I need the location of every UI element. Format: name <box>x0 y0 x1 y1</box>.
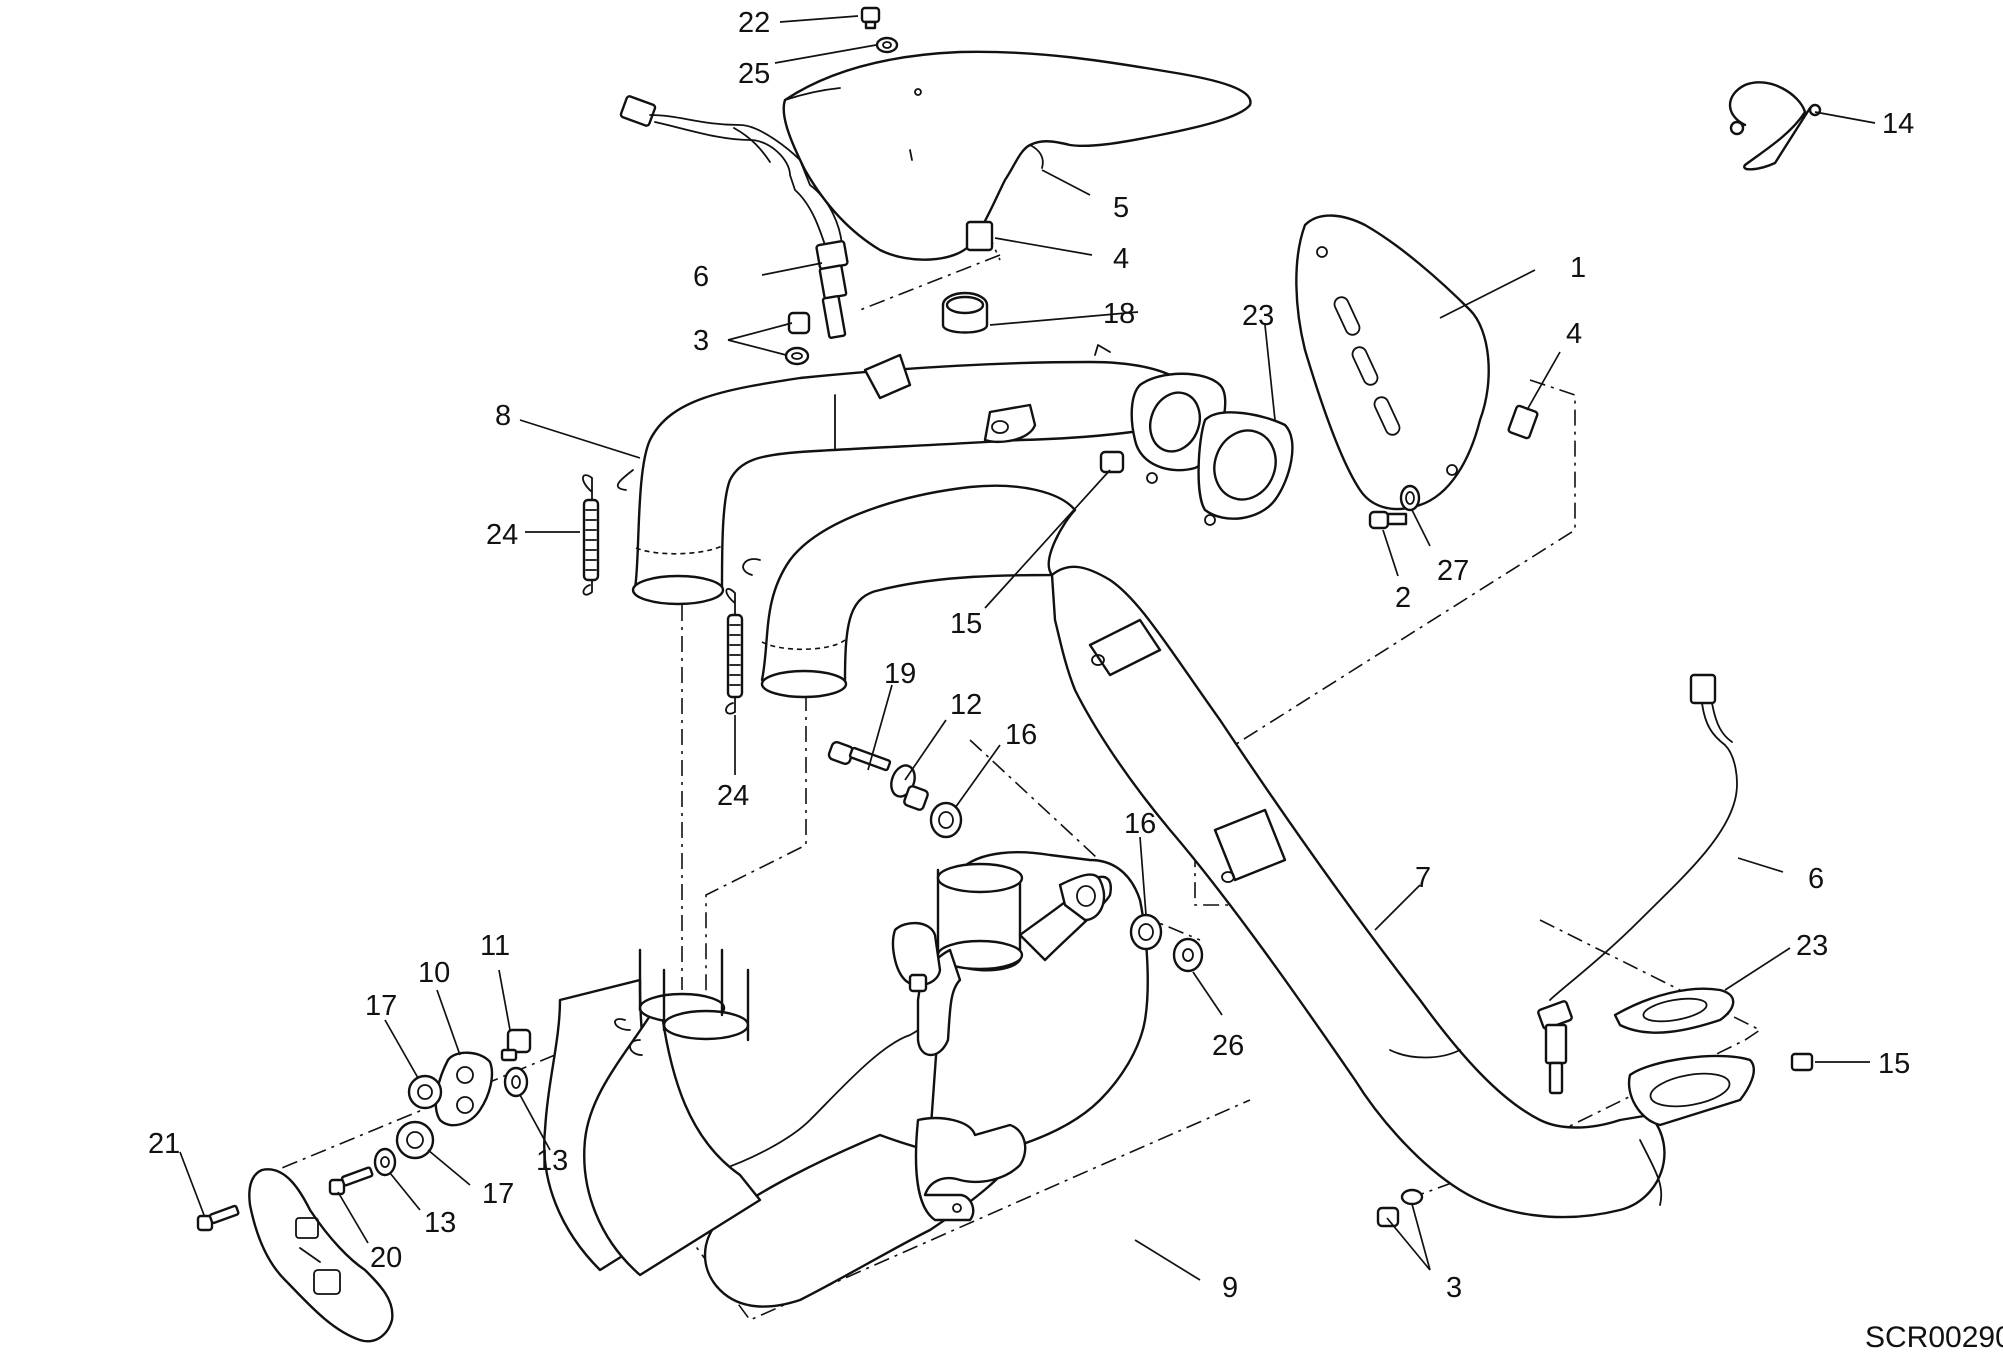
washer-13-left[interactable] <box>373 1147 397 1177</box>
callout-6-lower: 6 <box>1808 863 1824 895</box>
washer-25[interactable] <box>875 36 899 54</box>
gasket-23-lower[interactable] <box>1613 987 1735 1034</box>
lambda-sensor-upper[interactable] <box>619 95 849 339</box>
callout-26: 26 <box>1212 1030 1244 1062</box>
leader-lines <box>179 15 1876 1281</box>
nut-15-lower[interactable] <box>1790 1052 1814 1072</box>
callout-27: 27 <box>1437 555 1469 587</box>
callout-23-lower: 23 <box>1796 930 1828 962</box>
plug-3-lower[interactable] <box>1376 1188 1424 1228</box>
spring-24-lower[interactable] <box>725 588 744 715</box>
callout-18: 18 <box>1103 298 1135 330</box>
callout-16-lower: 16 <box>1124 808 1156 840</box>
callout-24: 24 <box>486 519 518 551</box>
mounting-plate[interactable] <box>248 1168 394 1343</box>
callout-20: 20 <box>370 1242 402 1274</box>
callout-labels: 22 25 5 4 6 18 3 23 8 24 15 24 19 12 16 … <box>148 7 1914 1304</box>
callout-3: 3 <box>693 325 709 357</box>
exhaust-header-pipe-lower[interactable] <box>742 484 1077 699</box>
callout-21: 21 <box>148 1128 180 1160</box>
callout-14: 14 <box>1882 108 1914 140</box>
callout-13-right: 13 <box>536 1145 568 1177</box>
callout-10: 10 <box>418 957 450 989</box>
callout-8: 8 <box>495 400 511 432</box>
spring-24-upper[interactable] <box>582 474 600 596</box>
callout-15-lower: 15 <box>1878 1048 1910 1080</box>
callout-23: 23 <box>1242 300 1274 332</box>
callout-16: 16 <box>1005 719 1037 751</box>
callout-4-right: 4 <box>1566 318 1582 350</box>
callout-24-lower: 24 <box>717 780 749 812</box>
bracket-10[interactable] <box>434 1051 494 1127</box>
plug-3-upper[interactable] <box>784 311 811 366</box>
nut-15-upper[interactable] <box>1099 450 1125 474</box>
callout-4: 4 <box>1113 243 1129 275</box>
lambda-sensor-lower[interactable] <box>1537 673 1738 1095</box>
washer-27[interactable] <box>1399 484 1421 512</box>
gear-17-upper[interactable] <box>407 1074 443 1110</box>
screw-22[interactable] <box>860 6 881 30</box>
mount-bracket[interactable] <box>1058 873 1106 922</box>
screw-2[interactable] <box>1368 510 1408 530</box>
clamp-14[interactable] <box>1728 81 1822 171</box>
exhaust-long-pipe-7[interactable] <box>1050 565 1755 1219</box>
grommet-18[interactable] <box>941 291 989 334</box>
bolt-19[interactable] <box>827 740 892 772</box>
callout-25: 25 <box>738 58 770 90</box>
drawing-code: SCR00290 <box>1865 1321 2003 1354</box>
callout-19: 19 <box>884 658 916 690</box>
clip-nut-4-upper <box>965 220 994 252</box>
callout-9: 9 <box>1222 1272 1238 1304</box>
callout-17-upper: 17 <box>365 990 397 1022</box>
callout-1: 1 <box>1570 252 1586 284</box>
screw-20[interactable] <box>328 1166 374 1196</box>
washer-16-lower[interactable] <box>1129 913 1163 951</box>
screw-21[interactable] <box>196 1204 240 1232</box>
washer-16-upper[interactable] <box>929 801 963 839</box>
callout-3-lower: 3 <box>1446 1272 1462 1304</box>
washer-26[interactable] <box>1172 937 1204 973</box>
callout-6: 6 <box>693 261 709 293</box>
callout-7: 7 <box>1415 862 1431 894</box>
callout-12: 12 <box>950 689 982 721</box>
washer-13-right[interactable] <box>503 1066 529 1098</box>
cap-11[interactable] <box>500 1028 532 1062</box>
callout-15: 15 <box>950 608 982 640</box>
callout-22: 22 <box>738 7 770 39</box>
callout-11: 11 <box>480 930 510 962</box>
callout-2: 2 <box>1395 582 1411 614</box>
callout-17-lower: 17 <box>482 1178 514 1210</box>
gear-17-lower[interactable] <box>395 1120 435 1160</box>
gasket-23-upper[interactable] <box>1197 411 1294 526</box>
muffler-9[interactable] <box>543 851 1149 1308</box>
heat-shield-upper[interactable] <box>782 50 1252 261</box>
washer-12[interactable] <box>887 762 929 811</box>
callout-13-left: 13 <box>424 1207 456 1239</box>
heat-shield-right-1[interactable] <box>1295 214 1539 511</box>
callout-5: 5 <box>1113 192 1129 224</box>
